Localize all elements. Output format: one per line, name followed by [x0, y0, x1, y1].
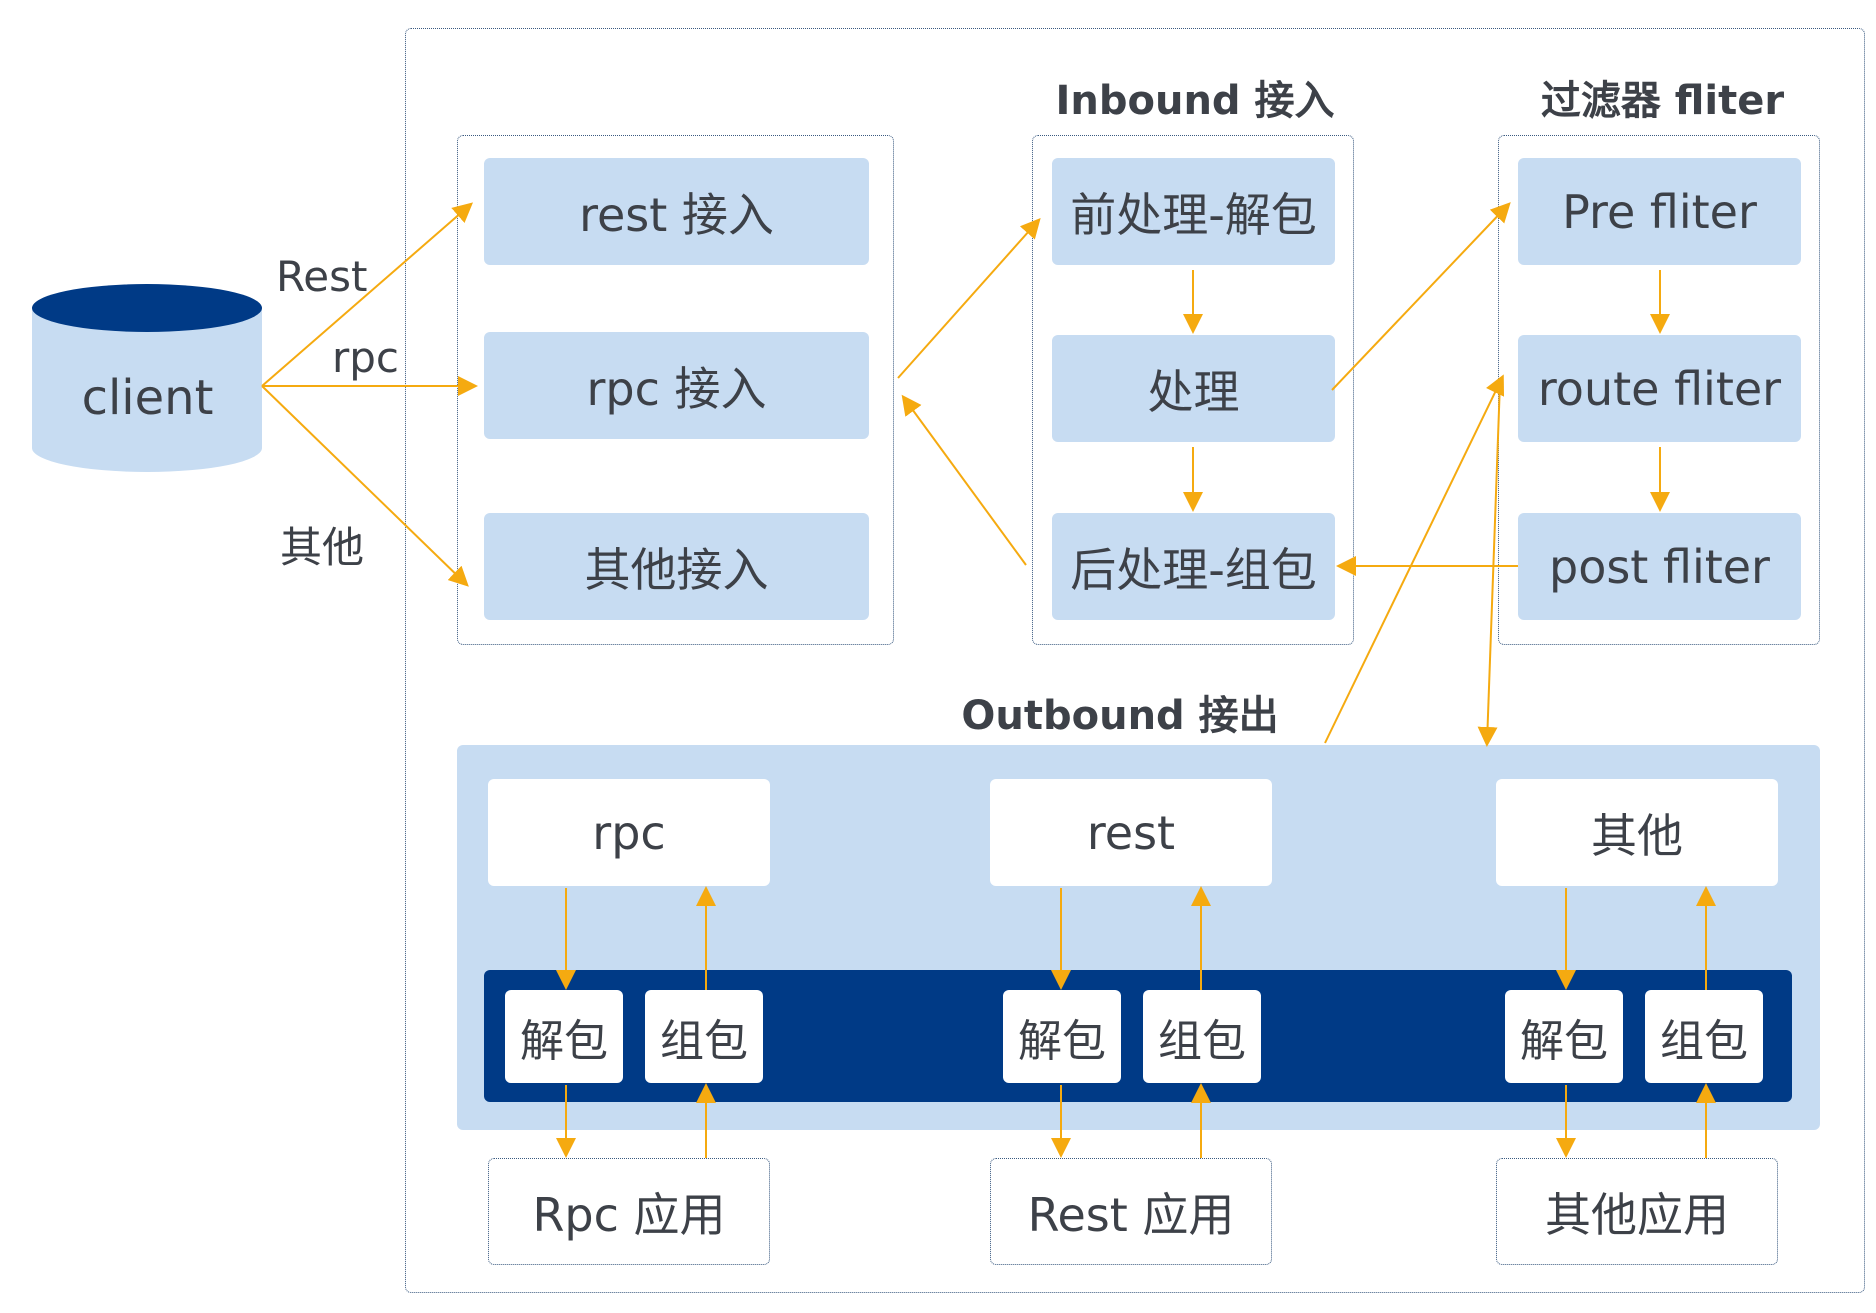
access-rpc: rpc 接入 [484, 332, 869, 439]
arrow-filter-outbound [1477, 381, 1501, 747]
client-cylinder: client [30, 280, 265, 475]
inbound-post-process: 后处理-组包 [1052, 513, 1335, 620]
arrow-client-other [261, 385, 469, 587]
access-rest: rest 接入 [484, 158, 869, 265]
app-rest: Rest 应用 [990, 1158, 1272, 1265]
outbound-title: Outbound 接出 [961, 693, 1279, 739]
rest-unpack: 解包 [1003, 990, 1121, 1083]
inbound-group [1032, 135, 1354, 645]
inbound-pre-process: 前处理-解包 [1052, 158, 1335, 265]
rpc-unpack: 解包 [505, 990, 623, 1083]
arrow-client-rest [261, 202, 474, 387]
outbound-rpc: rpc [488, 779, 770, 886]
other-pack: 组包 [1645, 990, 1763, 1083]
outbound-rest: rest [990, 779, 1272, 886]
inbound-title: Inbound 接入 [1055, 78, 1335, 124]
rpc-pack: 组包 [645, 990, 763, 1083]
link-label-rest: Rest [276, 252, 368, 301]
inbound-process: 处理 [1052, 335, 1335, 442]
filter-title: 过滤器 fliter [1540, 78, 1785, 124]
app-rpc: Rpc 应用 [488, 1158, 770, 1265]
gateway-container [405, 28, 1865, 1293]
arrow-access-inbound [897, 218, 1041, 379]
filter-route: route fliter [1518, 335, 1801, 442]
arrow-inbound-access [901, 394, 1027, 566]
arrow-process-filter [1331, 202, 1511, 391]
rest-pack: 组包 [1143, 990, 1261, 1083]
access-other: 其他接入 [484, 513, 869, 620]
link-label-rpc: rpc [332, 333, 400, 382]
outbound-other: 其他 [1496, 779, 1778, 886]
filter-post: post fliter [1518, 513, 1801, 620]
app-other: 其他应用 [1496, 1158, 1778, 1265]
access-group [457, 135, 894, 645]
other-unpack: 解包 [1505, 990, 1623, 1083]
client-label: client [81, 370, 214, 426]
arrow-outbound-filter [1324, 374, 1505, 744]
filter-pre: Pre fliter [1518, 158, 1801, 265]
link-label-other: 其他 [280, 523, 365, 572]
